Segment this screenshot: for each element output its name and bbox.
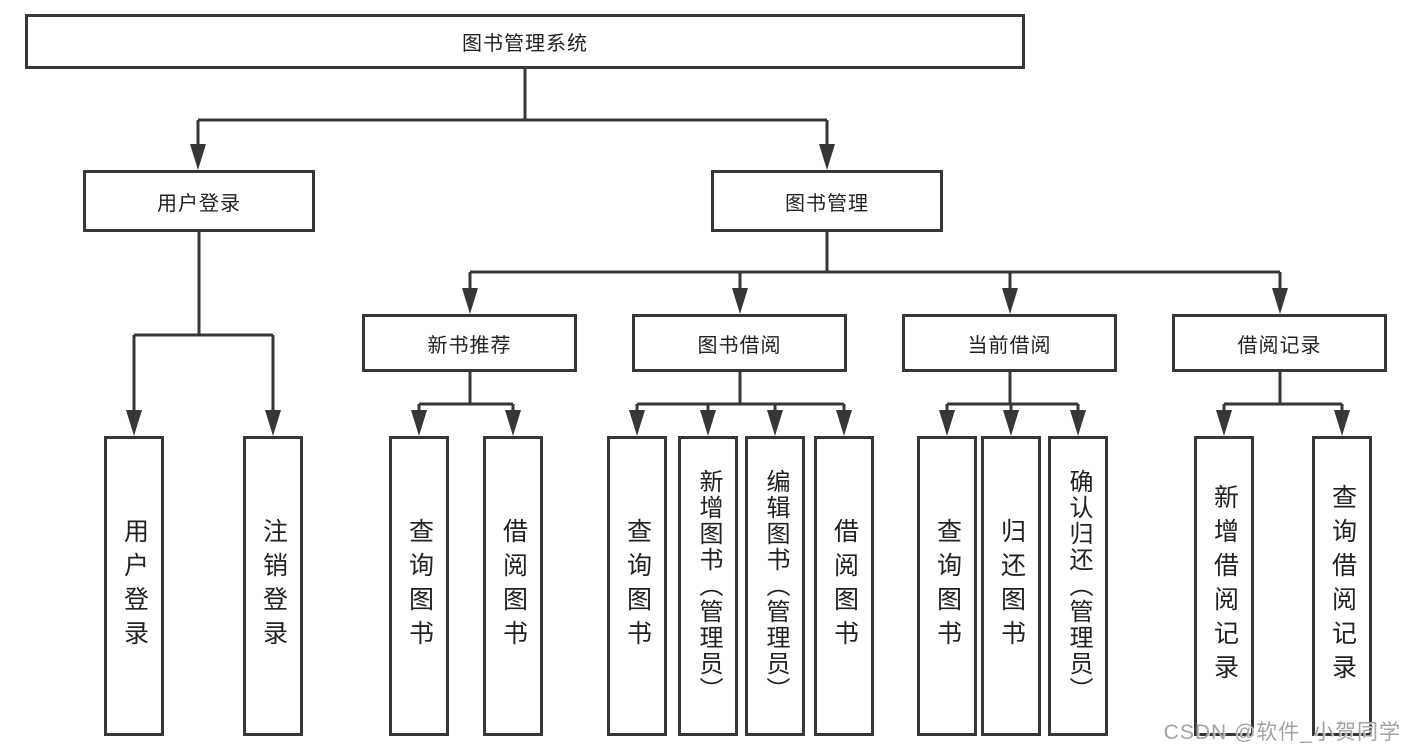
node-current-borrowing: 当前借阅 (902, 314, 1117, 372)
arrow-down-icon (411, 410, 427, 436)
node-new-book-recommend-label: 新书推荐 (427, 334, 512, 357)
leaf-add-books-admin-label: 新增图书（管理员） (695, 469, 722, 703)
connector-book-mgmt (468, 232, 1282, 294)
leaf-add-borrow-record-label: 新增借阅记录 (1210, 484, 1239, 688)
arrow-down-icon (1003, 410, 1019, 436)
arrow-down-icon (700, 410, 716, 436)
leaf-user-login: 用户登录 (104, 436, 164, 736)
arrow-down-icon (1334, 410, 1350, 436)
node-book-management-label: 图书管理 (785, 192, 869, 215)
arrow-down-icon (819, 144, 835, 170)
node-user-login-label: 用户登录 (157, 192, 241, 215)
leaf-logout: 注销登录 (243, 436, 303, 736)
node-borrowing-records: 借阅记录 (1172, 314, 1387, 372)
arrow-down-icon (629, 410, 645, 436)
node-root-label: 图书管理系统 (462, 33, 588, 55)
node-new-book-recommend: 新书推荐 (362, 314, 577, 372)
node-book-borrowing: 图书借阅 (632, 314, 847, 372)
arrow-down-icon (462, 288, 478, 314)
arrow-down-icon (126, 410, 142, 436)
leaf-query-borrow-record: 查询借阅记录 (1312, 436, 1372, 736)
leaf-borrow-books: 借阅图书 (814, 436, 874, 736)
leaf-edit-books-admin-label: 编辑图书（管理员） (762, 469, 789, 703)
leaf-query-books-borrowing-label: 查询图书 (623, 518, 652, 654)
leaf-confirm-return-admin: 确认归还（管理员） (1048, 436, 1108, 736)
arrow-down-icon (836, 410, 852, 436)
leaf-query-books-borrowing: 查询图书 (607, 436, 667, 736)
arrow-down-icon (939, 410, 955, 436)
leaf-confirm-return-admin-label: 确认归还（管理员） (1065, 469, 1092, 703)
connector-records (1222, 372, 1344, 416)
leaf-return-books: 归还图书 (981, 436, 1041, 736)
arrow-down-icon (1216, 410, 1232, 436)
node-user-login: 用户登录 (83, 170, 315, 232)
arrow-down-icon (265, 410, 281, 436)
arrow-down-icon (190, 144, 206, 170)
leaf-edit-books-admin: 编辑图书（管理员） (745, 436, 805, 736)
leaf-borrow-books-recommend: 借阅图书 (483, 436, 543, 736)
leaf-return-books-label: 归还图书 (997, 518, 1026, 654)
leaf-add-borrow-record: 新增借阅记录 (1194, 436, 1254, 736)
leaf-logout-label: 注销登录 (259, 518, 288, 654)
leaf-query-books-recommend: 查询图书 (389, 436, 449, 736)
leaf-user-login-label: 用户登录 (120, 518, 149, 654)
connector-root (196, 69, 829, 150)
leaf-query-books-current-label: 查询图书 (933, 518, 962, 654)
arrow-down-icon (1272, 288, 1288, 314)
node-book-borrowing-label: 图书借阅 (697, 334, 782, 357)
arrow-down-icon (505, 410, 521, 436)
arrow-down-icon (732, 288, 748, 314)
node-root: 图书管理系统 (25, 14, 1025, 69)
node-current-borrowing-label: 当前借阅 (967, 334, 1052, 357)
leaf-borrow-books-label: 借阅图书 (830, 518, 859, 654)
leaf-query-books-recommend-label: 查询图书 (405, 518, 434, 654)
connector-current (945, 372, 1080, 416)
connector-user-login (132, 232, 275, 416)
leaf-query-borrow-record-label: 查询借阅记录 (1328, 484, 1357, 688)
connector-borrowing (635, 372, 846, 416)
node-book-management: 图书管理 (711, 170, 943, 232)
arrow-down-icon (1002, 288, 1018, 314)
arrow-down-icon (1070, 410, 1086, 436)
arrow-down-icon (767, 410, 783, 436)
leaf-add-books-admin: 新增图书（管理员） (678, 436, 738, 736)
watermark: CSDN @软件_小贺同学 (1163, 721, 1401, 744)
leaf-query-books-current: 查询图书 (917, 436, 977, 736)
leaf-borrow-books-recommend-label: 借阅图书 (499, 518, 528, 654)
connector-new-books (417, 372, 515, 416)
node-borrowing-records-label: 借阅记录 (1237, 334, 1322, 357)
